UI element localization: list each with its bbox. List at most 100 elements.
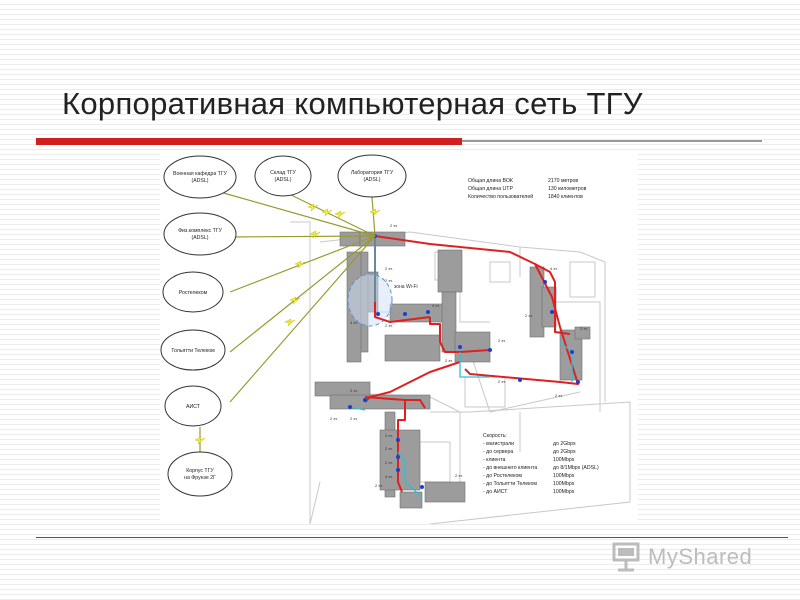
fiber-link [364, 361, 461, 403]
site-block [419, 441, 451, 483]
floor-label: 2 эт. [498, 379, 506, 384]
fiber-link [397, 400, 406, 493]
building [339, 231, 361, 247]
network-diagram: зона Wi-Fi [160, 152, 638, 525]
speed-label: - клиента [483, 457, 505, 463]
speed-label: - до Тольятти Телеком [483, 481, 537, 487]
cloud-label: на Фрунзе 2Г [184, 475, 216, 481]
lightning-icon [289, 296, 301, 305]
speed-label: - до внешнего клиента [483, 465, 537, 471]
brand-watermark: MyShared [608, 538, 778, 578]
switch-node [550, 310, 554, 314]
switch-node [518, 378, 522, 382]
utp-link [349, 406, 366, 411]
switch-node [570, 350, 574, 354]
lightning-icon [334, 210, 346, 219]
switch-node [403, 312, 407, 316]
building [384, 334, 441, 362]
building [424, 481, 466, 503]
cloud-label: Тольятти Телеком [171, 348, 215, 354]
external-link [229, 235, 376, 403]
speed-label: - до Ростелеком [483, 473, 522, 479]
wifi-zone [347, 273, 393, 327]
cloud-label: АИСТ [186, 404, 201, 410]
street-outline [309, 481, 321, 525]
building [389, 303, 451, 323]
speed-label: - до АИСТ [483, 489, 508, 495]
lightning-icon [309, 230, 321, 239]
speed-value: до 2Gbps [553, 449, 576, 455]
network-diagram-svg: зона Wi-Fi [160, 154, 631, 525]
switch-node [426, 310, 430, 314]
floor-label: 4 эт. [432, 303, 440, 308]
footer-rule [36, 537, 788, 538]
building [399, 491, 423, 509]
cloud-sportcomplex [163, 212, 237, 256]
floor-label: 2 эт. [330, 416, 338, 421]
cloud-warehouse [254, 155, 312, 197]
street-outline [429, 401, 631, 525]
speeds-heading: Скорость: [483, 433, 507, 439]
building [441, 291, 457, 353]
external-links [199, 191, 376, 452]
floor-label: 2 эт. [455, 473, 463, 478]
cloud-label: (ADSL) [363, 177, 380, 183]
stat-label: Количество пользователей [468, 193, 533, 200]
floor-label: 2 эт. [498, 338, 506, 343]
external-link [229, 235, 376, 238]
floor-label: 2 эт. [375, 483, 383, 488]
switch-node [576, 380, 580, 384]
speeds-block: Скорость: - магистрали до 2Gbps - до сер… [483, 433, 599, 495]
buildings [314, 231, 591, 509]
cloud-label: Физ.комплекс ТГУ [178, 228, 223, 234]
lightning-icon [194, 436, 206, 445]
lightning-icon [284, 318, 296, 327]
site-block [489, 261, 511, 283]
cloud-label: Лаборатория ТГУ [351, 170, 394, 176]
floor-label: 2 эт. [445, 358, 453, 363]
building [379, 429, 421, 491]
floor-label: 2 эт. [390, 223, 398, 228]
speed-value: 100Mbps [553, 481, 575, 487]
slide-title: Корпоративная компьютерная сеть ТГУ [62, 86, 643, 121]
floor-label: 2 эт. [350, 388, 358, 393]
floor-label: 2 эт. [385, 278, 393, 283]
title-underline-gray [462, 140, 762, 142]
title-underline-red [36, 138, 462, 145]
cloud-label: (ADSL) [191, 235, 208, 241]
floor-label: 2 эт. [385, 446, 393, 451]
cloud-label: Военная кафедра ТГУ [173, 171, 228, 177]
speed-value: 100Mbps [553, 489, 575, 495]
floor-label: 2 эт. [385, 460, 393, 465]
cloud-label: Корпус ТГУ [186, 468, 214, 474]
presentation-board-icon [612, 542, 640, 572]
speed-value: 100Mbps [553, 473, 575, 479]
floor-label: 4 эт. [550, 266, 558, 271]
switch-node [543, 280, 547, 284]
site-block [569, 261, 596, 298]
fiber-link [364, 396, 426, 409]
switch-node [396, 468, 400, 472]
cloud-label: Склад ТГУ [270, 170, 296, 176]
stat-value: 2170 метров [548, 178, 578, 184]
cloud-laboratory [337, 154, 407, 198]
floor-label: 2 эт. [385, 266, 393, 271]
switch-node [396, 438, 400, 442]
street-outline [519, 246, 606, 402]
external-link [371, 196, 376, 237]
lightning-icon [321, 208, 333, 217]
floor-label: 2 эт. [385, 433, 393, 438]
switch-node [420, 485, 424, 489]
brand-name: MyShared [648, 544, 753, 569]
floor-label: 4 эт. [385, 474, 393, 479]
street-outline [469, 351, 581, 413]
cloud-label: Ростелеком [179, 290, 208, 296]
cloud-rostelecom [162, 271, 224, 313]
stats-block: Общая длина ВОК 2170 метров Общая длина … [468, 178, 587, 200]
stat-value: 130 километров [548, 186, 587, 192]
utp-link [459, 352, 490, 378]
lightning-icon [307, 203, 319, 212]
lightning-icon [369, 208, 381, 217]
utp-link [397, 451, 423, 498]
stat-label: Общая длина UTP [468, 186, 513, 192]
